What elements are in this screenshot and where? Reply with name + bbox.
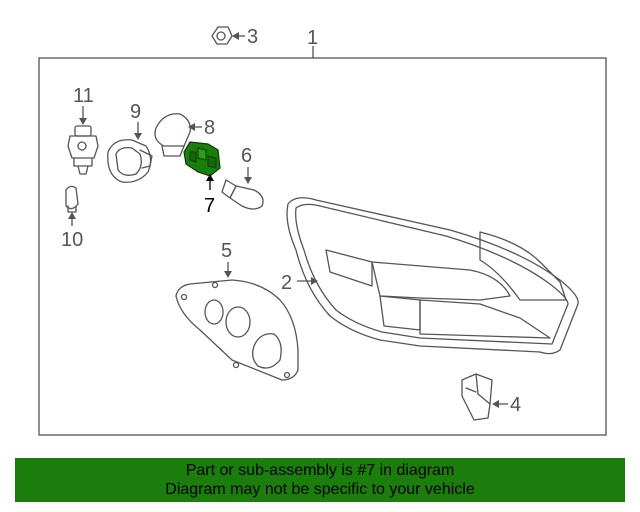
- callout-5: 5: [221, 240, 232, 262]
- part-6-wedge-bulb[interactable]: [221, 179, 264, 210]
- part-11-bulb-socket[interactable]: [67, 125, 99, 175]
- callout-6: 6: [241, 145, 252, 167]
- callout-10: 10: [61, 229, 83, 251]
- part-2-tail-lamp-lens[interactable]: [286, 197, 579, 355]
- callout-3: 3: [247, 26, 258, 48]
- part-10-small-bulb[interactable]: [65, 185, 79, 213]
- parts-diagram: 1 3 11 10 9 8: [38, 26, 607, 436]
- part-5-gasket[interactable]: [175, 279, 299, 381]
- part-4-bracket[interactable]: [461, 373, 493, 421]
- part-9-socket[interactable]: [107, 139, 153, 183]
- callout-8: 8: [204, 117, 215, 139]
- callout-2: 2: [281, 272, 292, 294]
- callout-1: 1: [307, 27, 318, 49]
- part-7-socket-highlighted[interactable]: [183, 141, 221, 177]
- assembly-frame: [38, 57, 607, 436]
- part-info-line: Part or sub-assembly is #7 in diagram: [185, 462, 455, 479]
- callout-7: 7: [204, 195, 215, 217]
- callout-11: 11: [73, 85, 94, 107]
- part-3-clip-nut[interactable]: [211, 26, 233, 45]
- callout-9: 9: [130, 101, 141, 123]
- part-info-banner: Part or sub-assembly is #7 in diagram Di…: [15, 458, 625, 502]
- diagram-disclaimer-line: Diagram may not be specific to your vehi…: [165, 481, 475, 498]
- callout-4: 4: [510, 394, 521, 416]
- part-8-bulb[interactable]: [154, 113, 191, 157]
